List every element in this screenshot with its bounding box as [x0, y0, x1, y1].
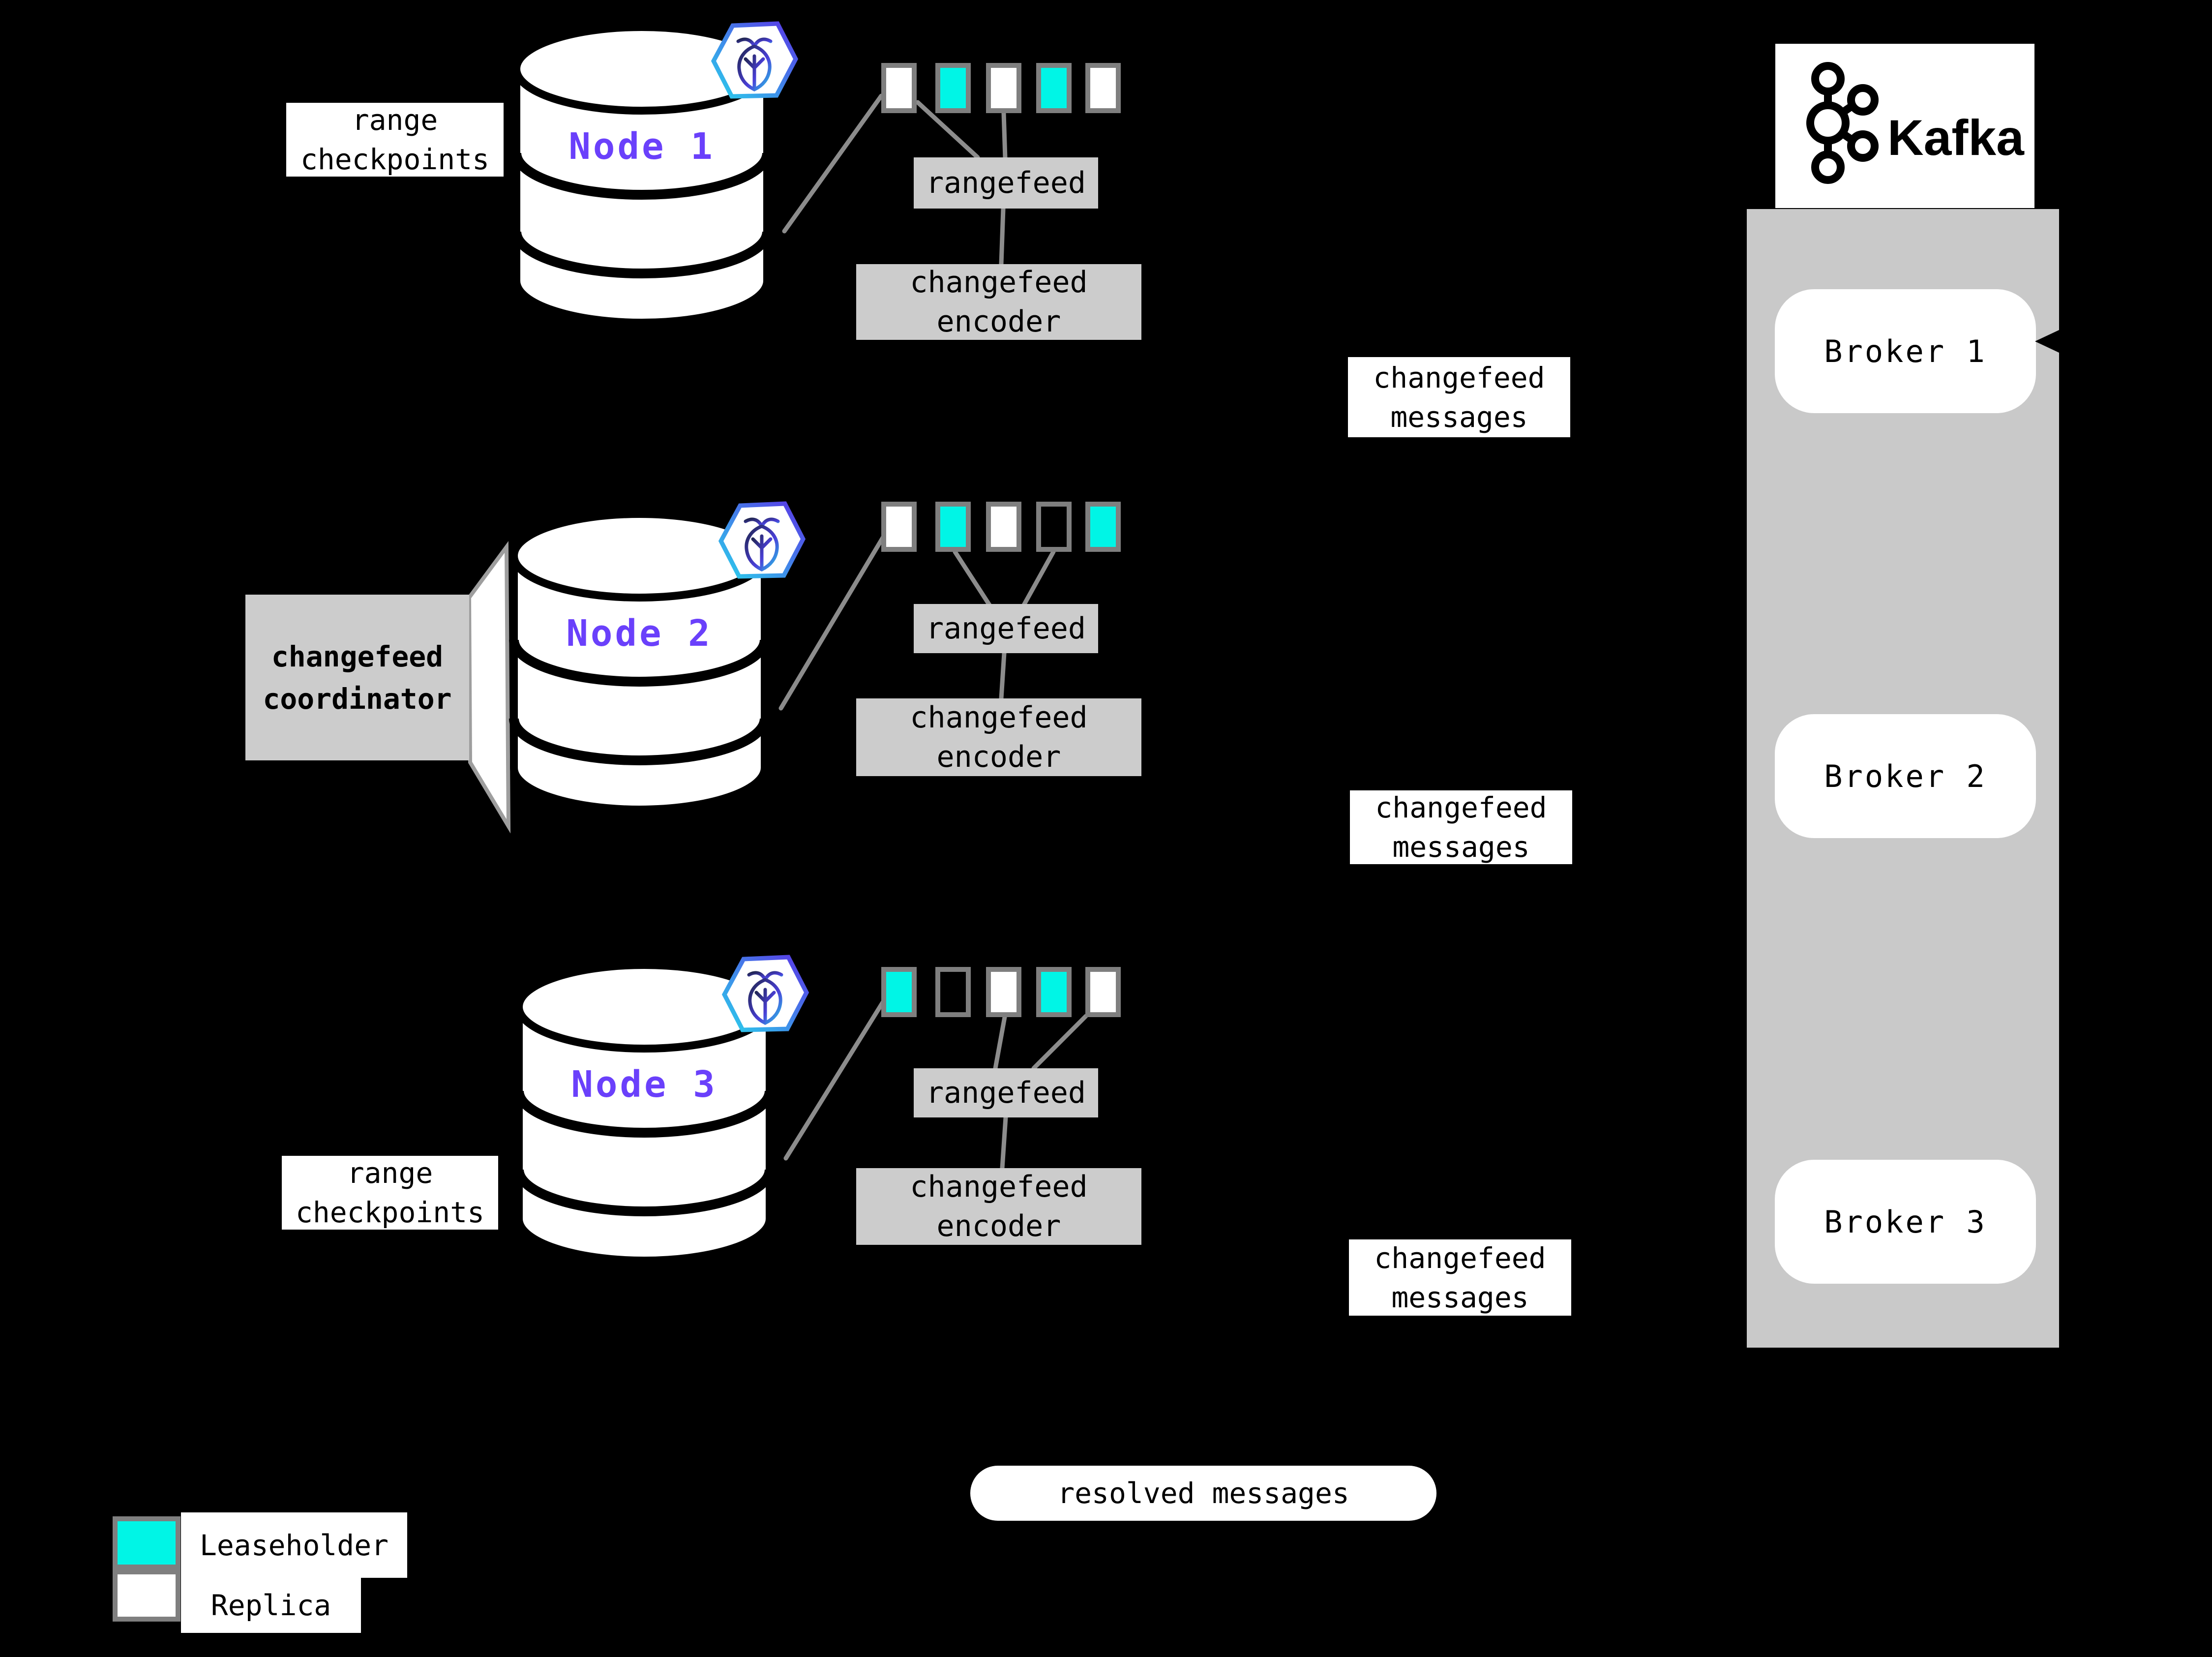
- kafka-logo-icon: [1806, 62, 1879, 184]
- range-square: [1036, 967, 1072, 1017]
- message-arrowhead-icon: [2035, 326, 2068, 357]
- range-square: [881, 63, 917, 113]
- range-square: [935, 63, 971, 113]
- changefeed-encoder-box-node1: changefeed encoder: [856, 264, 1141, 340]
- node2-label: Node 2: [566, 612, 712, 655]
- changefeed-encoder-box-node2: changefeed encoder: [856, 698, 1141, 776]
- range-square: [1036, 502, 1072, 552]
- rangefeed-box-node1: rangefeed: [914, 157, 1098, 209]
- cockroachdb-hexagon-icon: [711, 21, 799, 99]
- range-checkpoints-label-node1: range checkpoints: [286, 103, 504, 177]
- cockroachdb-hexagon-icon: [718, 501, 806, 579]
- range-square: [1085, 63, 1121, 113]
- changefeed-messages-label-3: changefeed messages: [1349, 1239, 1571, 1316]
- kafka-wordmark: Kafka: [1887, 110, 2024, 166]
- range-square: [881, 502, 917, 552]
- range-square: [1085, 502, 1121, 552]
- range-square: [986, 967, 1021, 1017]
- range-square: [935, 502, 971, 552]
- node2-database-cylinder: Node 2: [509, 510, 770, 814]
- rangefeed-box-node2: rangefeed: [914, 604, 1098, 653]
- cockroachdb-hexagon-icon: [721, 955, 809, 1032]
- legend-leaseholder-swatch: [113, 1516, 180, 1569]
- legend-replica-label: Replica: [181, 1578, 361, 1633]
- range-square: [986, 502, 1021, 552]
- changefeed-messages-label-1: changefeed messages: [1348, 357, 1570, 437]
- broker-2-box: Broker 2: [1775, 714, 2036, 838]
- legend-leaseholder-label: Leaseholder: [181, 1512, 407, 1578]
- rangefeed-box-node3: rangefeed: [914, 1068, 1098, 1117]
- node3-label: Node 3: [571, 1063, 717, 1106]
- legend-replica-swatch: [113, 1569, 180, 1622]
- changefeed-messages-label-2: changefeed messages: [1350, 790, 1572, 864]
- changefeed-encoder-box-node3: changefeed encoder: [856, 1168, 1141, 1245]
- range-square: [1085, 967, 1121, 1017]
- broker-1-box: Broker 1: [1775, 289, 2036, 413]
- node1-label: Node 1: [568, 125, 715, 168]
- broker-3-box: Broker 3: [1775, 1160, 2036, 1284]
- range-square: [935, 967, 971, 1017]
- changefeed-coordinator-callout: changefeed coordinator: [245, 595, 469, 760]
- coordinator-callout-fold: [467, 541, 511, 834]
- range-square: [881, 967, 917, 1017]
- resolved-messages-pill: resolved messages: [970, 1466, 1436, 1521]
- range-square: [1036, 63, 1072, 113]
- node1-database-cylinder: Node 1: [511, 23, 772, 327]
- range-square: [986, 63, 1021, 113]
- range-checkpoints-label-node3: range checkpoints: [282, 1156, 498, 1230]
